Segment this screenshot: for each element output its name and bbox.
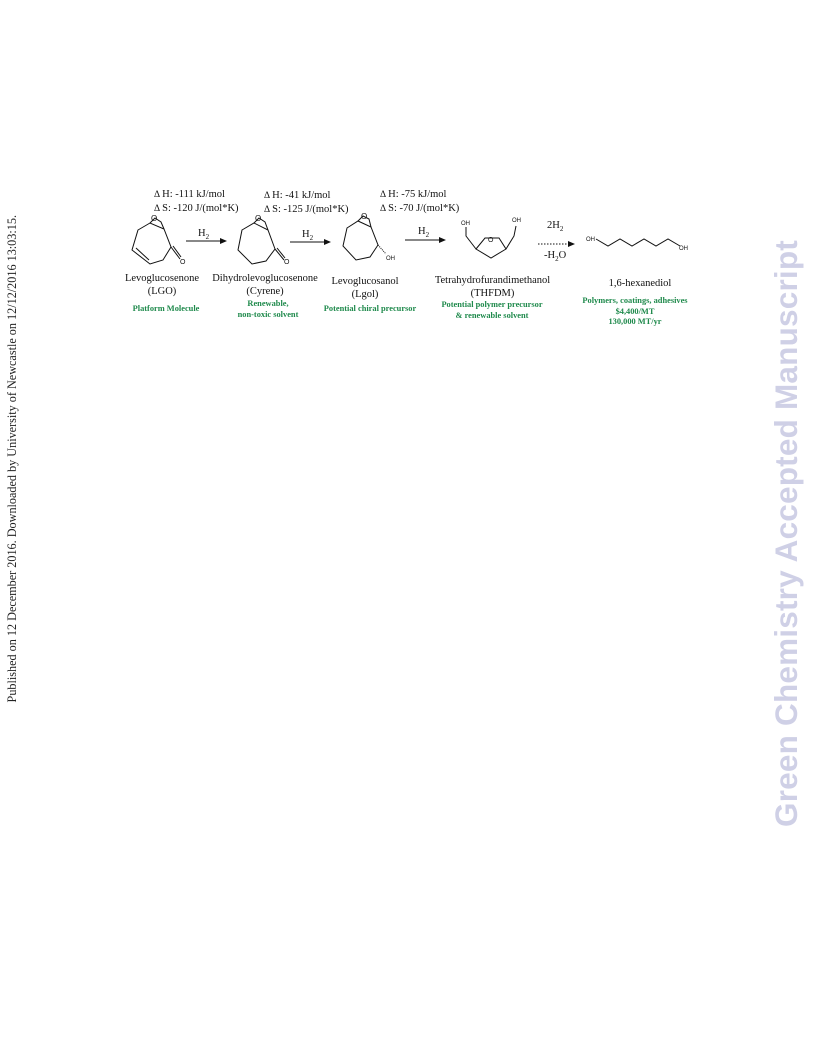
- reagent-step3: H2: [418, 226, 430, 240]
- application-hexanediol: Polymers, coatings, adhesives $4,400/MT …: [582, 296, 688, 326]
- carbonyl-oxygen-label: O: [180, 259, 186, 266]
- delta-symbol: Δ: [264, 205, 271, 215]
- hexanediol-structure: OH OH: [586, 237, 688, 252]
- delta-symbol: Δ: [380, 204, 387, 214]
- hydroxyl-label: OH: [386, 256, 395, 262]
- application-thfdm: Potential polymer precursor & renewable …: [441, 300, 543, 320]
- compound-name-hexanediol: 1,6-hexanediol: [608, 278, 672, 289]
- hydroxyl-label-left: OH: [586, 237, 595, 243]
- compound-name-lgol: Levoglucosanol (Lgol): [331, 276, 399, 300]
- hydroxyl-label-right: OH: [679, 246, 688, 252]
- ring-oxygen-label: O: [488, 237, 494, 244]
- lgol-structure: O OH: [342, 212, 395, 262]
- ring-oxygen-label: O: [151, 214, 157, 223]
- delta-symbol: Δ: [154, 190, 161, 200]
- compound-name-lgo: Levoglucosenone (LGO): [124, 273, 200, 297]
- compound-name-thfdm: Tetrahydrofurandimethanol (THFDM): [434, 275, 551, 299]
- application-lgol: Potential chiral precursor: [323, 304, 417, 313]
- compound-name-cyrene: Dihydrolevoglucosenone (Cyrene): [212, 273, 318, 297]
- delta-symbol: Δ: [264, 191, 271, 201]
- reagent-step4-top: 2H2: [547, 220, 564, 234]
- application-lgo: Platform Molecule: [132, 304, 200, 313]
- cyrene-structure: O O: [237, 214, 290, 266]
- ring-oxygen-label: O: [361, 212, 367, 221]
- delta-symbol: Δ: [380, 190, 387, 200]
- thfdm-structure: O OH OH: [461, 218, 521, 259]
- reagent-step2: H2: [302, 229, 314, 243]
- delta-symbol: Δ: [154, 204, 161, 214]
- hydroxyl-label-right: OH: [512, 218, 521, 224]
- reagent-step4-bottom: -H2O: [544, 250, 567, 264]
- lgo-structure: O O: [131, 214, 186, 266]
- application-cyrene: Renewable, non-toxic solvent: [237, 299, 299, 319]
- carbonyl-oxygen-label: O: [284, 259, 290, 266]
- reagent-step1: H2: [198, 228, 210, 242]
- hydroxyl-label-left: OH: [461, 221, 470, 227]
- ring-oxygen-label: O: [255, 214, 261, 223]
